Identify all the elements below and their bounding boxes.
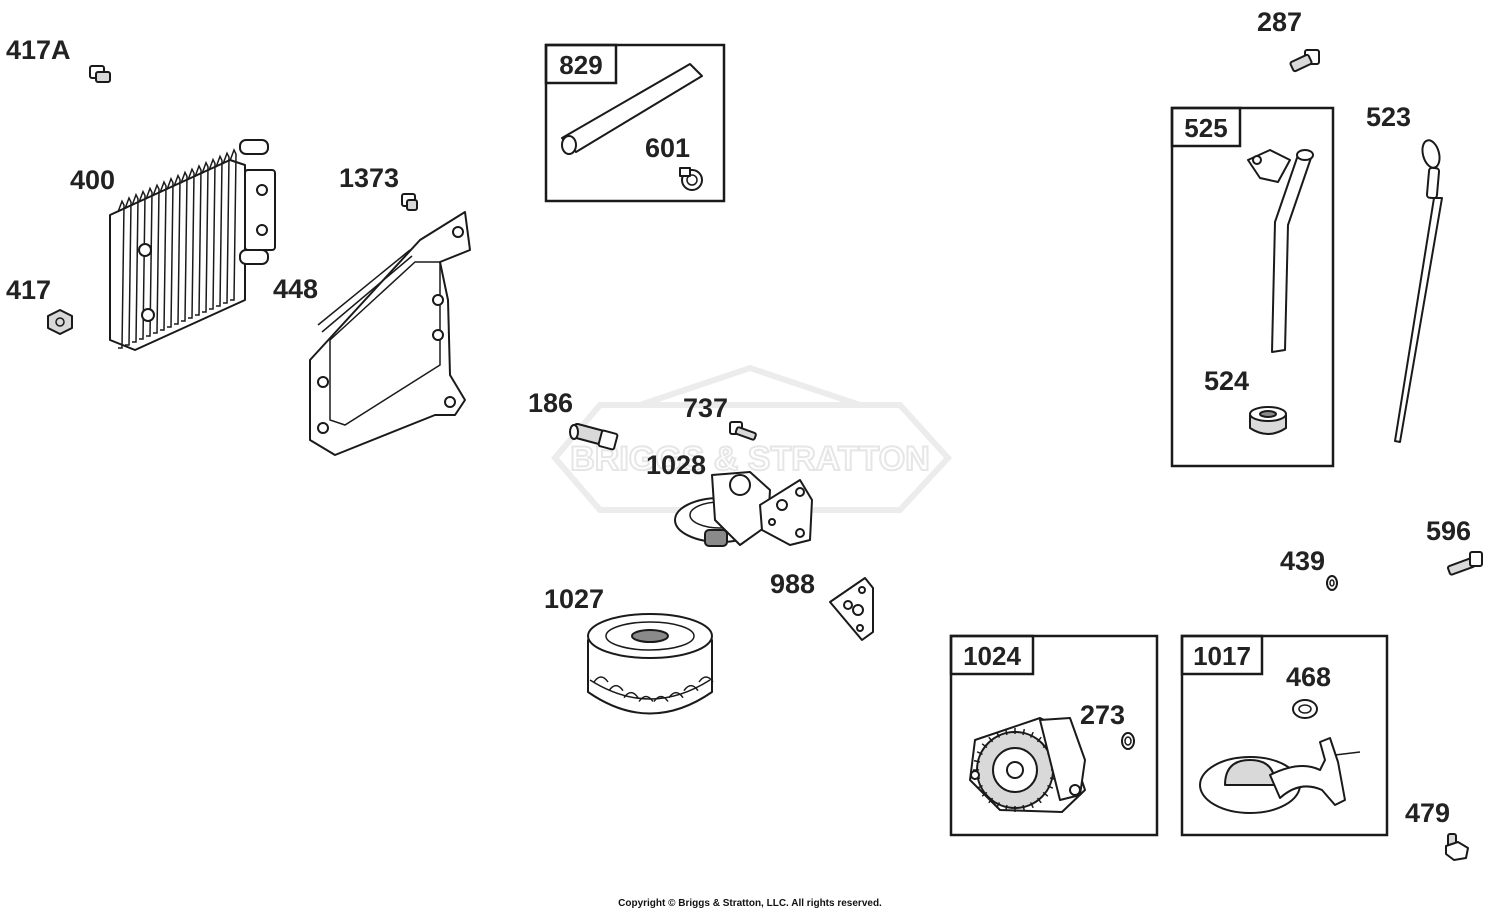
label-737: 737 (683, 393, 728, 423)
label-468: 468 (1286, 662, 1331, 692)
label-400: 400 (70, 165, 115, 195)
part-400-oil-cooler (109, 139, 276, 351)
label-439: 439 (1280, 546, 1325, 576)
part-988-gasket (829, 577, 874, 641)
kit-box-1017-label: 1017 (1193, 641, 1251, 671)
label-1027: 1027 (544, 584, 604, 614)
part-1024-oil-pump (969, 717, 1086, 813)
part-417-nut (47, 309, 73, 335)
label-523: 523 (1366, 102, 1411, 132)
kit-box-525: 525 (1170, 106, 1335, 468)
part-1027-oil-filter (587, 613, 714, 715)
part-273-o-ring (1121, 732, 1135, 750)
part-468-o-ring (1292, 699, 1318, 719)
label-479: 479 (1405, 798, 1450, 828)
label-601: 601 (645, 133, 690, 163)
label-273: 273 (1080, 700, 1125, 730)
part-417a-screw (89, 65, 111, 83)
part-737-screw (729, 421, 757, 441)
part-601-clamp (679, 167, 703, 191)
label-287: 287 (1257, 7, 1302, 37)
label-988: 988 (770, 569, 815, 599)
part-448-bracket (309, 211, 471, 456)
kit-box-525-label: 525 (1184, 113, 1227, 143)
kit-box-1024-label: 1024 (963, 641, 1021, 671)
part-523-dipstick (1394, 139, 1443, 443)
part-525-dipstick-tube (1247, 149, 1314, 353)
part-596-screw (1446, 551, 1483, 576)
part-1028-filter-adapter (674, 471, 813, 547)
part-287-screw (1289, 49, 1320, 73)
part-524-grommet (1249, 406, 1287, 435)
kit-box-829-label: 829 (559, 50, 602, 80)
label-417a: 417A (6, 35, 71, 65)
label-524: 524 (1204, 366, 1249, 396)
label-1373: 1373 (339, 163, 399, 193)
callout-labels: 417A 400 417 1373 448 601 186 737 1028 1… (6, 7, 1471, 828)
copyright-footer: Copyright © Briggs & Stratton, LLC. All … (618, 898, 882, 909)
kit-box-1024: 1024 (949, 634, 1159, 837)
part-829-tube (561, 63, 703, 155)
label-448: 448 (273, 274, 318, 304)
label-596: 596 (1426, 516, 1471, 546)
label-417: 417 (6, 275, 51, 305)
part-1017-pickup-screen (1199, 737, 1361, 814)
label-1028: 1028 (646, 450, 706, 480)
part-186-fitting (569, 422, 619, 451)
label-186: 186 (528, 388, 573, 418)
part-439-o-ring (1326, 575, 1338, 591)
kit-box-1017: 1017 (1180, 634, 1389, 837)
kit-box-829: 829 (544, 43, 726, 203)
part-1373-screw (401, 193, 418, 211)
part-479-screw (1445, 833, 1469, 861)
